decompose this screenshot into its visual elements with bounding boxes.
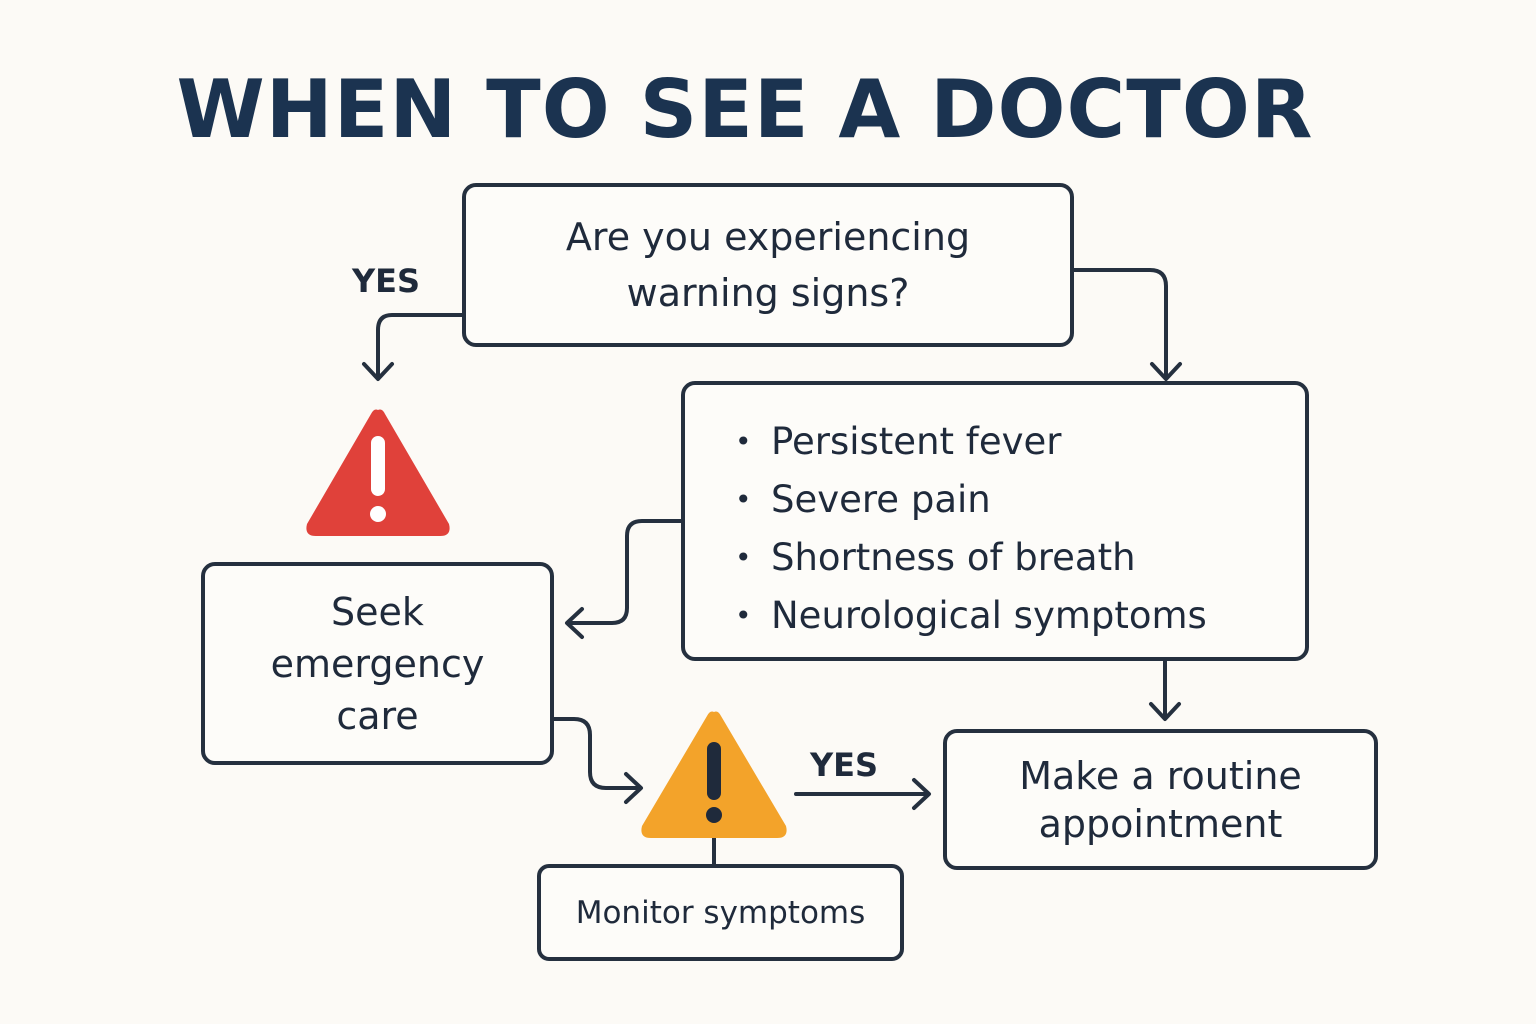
warning-signs-list: • Persistent fever • Severe pain • Shortnes… [685, 385, 1207, 645]
warning-sign-label: Shortness of breath [771, 536, 1136, 579]
warning-sign-label: Severe pain [771, 478, 991, 521]
arrow-question-to-warning [376, 313, 464, 380]
bullet-icon: • [735, 425, 752, 458]
list-item: • Neurological symptoms [735, 587, 1207, 645]
question-text: Are you experiencing warning signs? [565, 215, 971, 315]
arrow-signs-to-emergency [566, 519, 683, 625]
list-item: • Severe pain [735, 471, 1207, 529]
arrowhead-caution-to-routine [912, 778, 931, 810]
warning-sign-label: Persistent fever [771, 420, 1062, 463]
emergency-box: Seek emergency care [201, 562, 554, 765]
emergency-text: Seek emergency care [270, 589, 485, 738]
routine-appointment-box: Make a routine appointment [943, 729, 1378, 870]
arrow-question-to-signs [1072, 268, 1168, 380]
red-warning-icon [306, 409, 450, 536]
arrow-emergency-to-caution [552, 717, 642, 790]
page-title: WHEN TO SEE A DOCTOR [176, 63, 1314, 156]
question-box: Are you experiencing warning signs? [462, 183, 1074, 347]
warning-sign-label: Neurological symptoms [771, 594, 1207, 637]
routine-text: Make a routine appointment [1019, 753, 1302, 846]
monitor-text: Monitor symptoms [575, 894, 866, 931]
arrowhead-signs-to-routine [1149, 702, 1181, 721]
arrowhead-question-to-signs [1150, 362, 1182, 381]
monitor-symptoms-box: Monitor symptoms [537, 864, 904, 961]
yes-label-emergency: YES [352, 262, 421, 300]
bullet-icon: • [735, 483, 752, 516]
list-item: • Shortness of breath [735, 529, 1207, 587]
yes-label-routine: YES [810, 746, 879, 784]
list-item: • Persistent fever [735, 413, 1207, 471]
warning-signs-box: • Persistent fever • Severe pain • Shortnes… [681, 381, 1309, 661]
arrowhead-signs-to-emergency [565, 607, 584, 639]
arrowhead-emergency-to-caution [624, 772, 643, 804]
orange-warning-icon [641, 711, 787, 838]
bullet-icon: • [735, 541, 752, 574]
bullet-icon: • [735, 599, 752, 632]
arrowhead-question-to-warning [362, 362, 394, 381]
